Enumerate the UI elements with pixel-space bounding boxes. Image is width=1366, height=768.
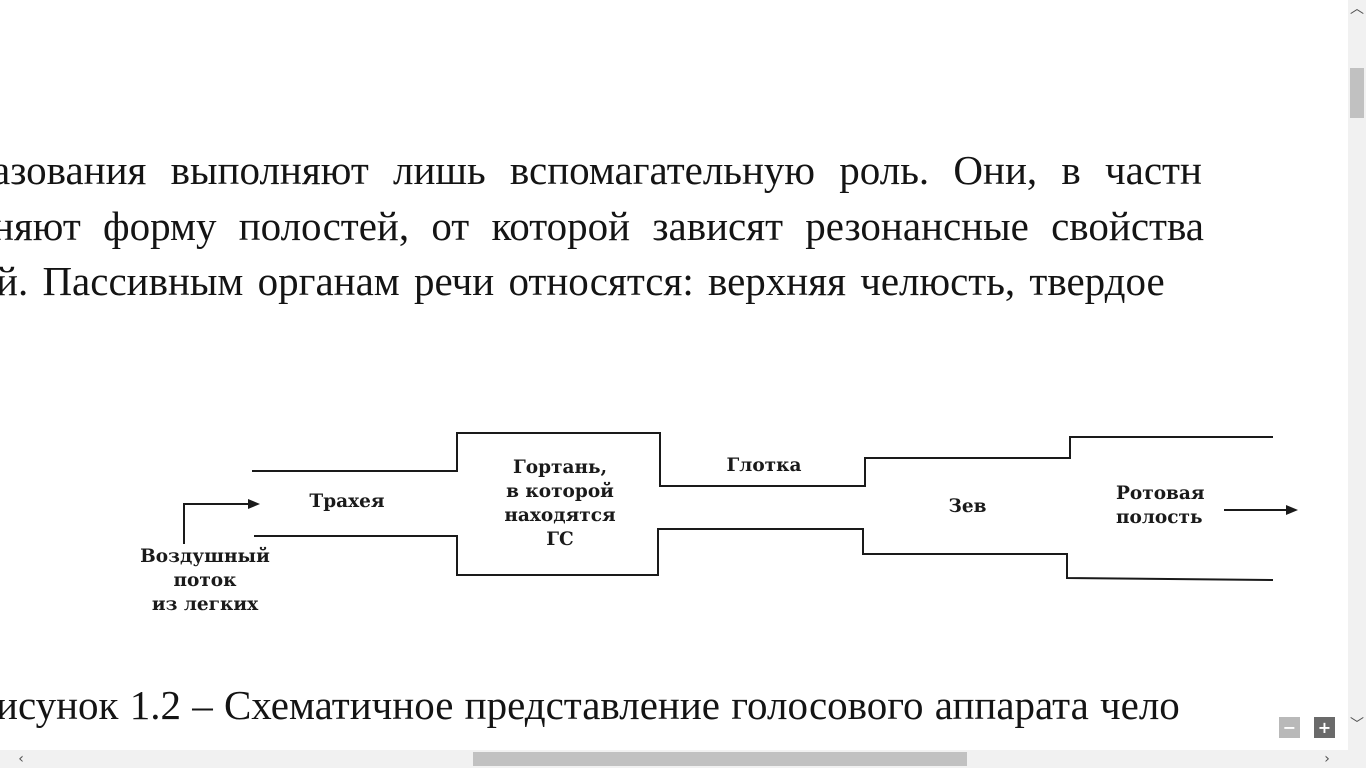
scroll-up-icon[interactable]: ︿ xyxy=(1350,1,1364,17)
paragraph-line-3: й. Пассивным органам речи относятся: вер… xyxy=(0,258,1165,304)
zoom-out-button[interactable]: − xyxy=(1279,717,1300,738)
figure-caption: исунок 1.2 – Схематичное представление г… xyxy=(0,682,1180,728)
label-pharynx: Глотка xyxy=(726,455,802,476)
outflow-arrowhead xyxy=(1286,505,1298,515)
paragraph-line-2: няют форму полостей, от которой зависят … xyxy=(0,203,1204,249)
upper-contour xyxy=(252,432,1273,487)
scroll-right-icon[interactable]: › xyxy=(1324,751,1330,767)
label-oral-cavity: Ротовая полость xyxy=(1116,483,1205,529)
vertical-scrollbar[interactable]: ︿ ﹀ xyxy=(1348,0,1366,750)
scroll-left-icon[interactable]: ‹ xyxy=(18,751,24,767)
label-trachea: Трахея xyxy=(309,491,385,512)
paragraph-line-1: азования выполняют лишь вспомагательную … xyxy=(0,147,1202,193)
zoom-in-button[interactable]: + xyxy=(1314,717,1335,738)
scroll-down-icon[interactable]: ﹀ xyxy=(1350,717,1364,733)
horizontal-scroll-thumb[interactable] xyxy=(473,752,967,766)
document-viewport[interactable]: азования выполняют лишь вспомагательную … xyxy=(0,0,1348,750)
inflow-arrow-line xyxy=(183,503,250,544)
lower-contour xyxy=(254,528,1274,581)
vertical-scroll-thumb[interactable] xyxy=(1350,68,1364,118)
vocal-tract-diagram: Трахея Гортань, в которой находятся ГС Г… xyxy=(0,390,1348,640)
diagram-lines xyxy=(183,432,1298,581)
horizontal-scrollbar[interactable]: ‹ › xyxy=(0,750,1366,768)
label-fauces: Зев xyxy=(948,496,987,517)
label-airflow: Воздушный поток из легких xyxy=(140,546,270,616)
inflow-arrowhead xyxy=(248,499,260,509)
label-larynx: Гортань, в которой находятся ГС xyxy=(504,457,616,551)
